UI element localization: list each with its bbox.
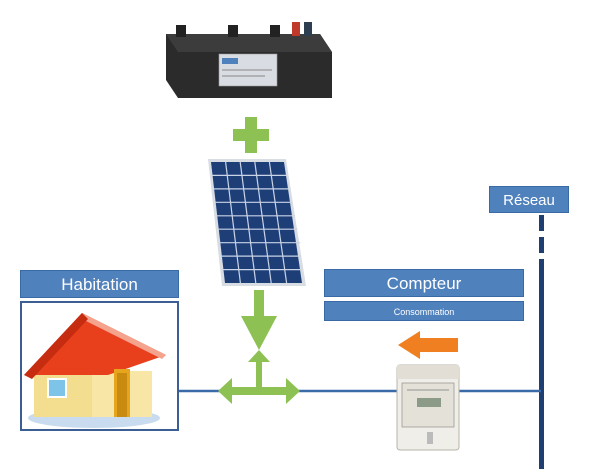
battery-icon — [166, 22, 332, 98]
electric-meter-icon — [396, 364, 460, 451]
consommation-label: Consommation — [324, 301, 524, 321]
green-down-arrow-icon — [241, 290, 277, 350]
junction-arrows-icon — [218, 350, 300, 404]
solar-panel-icon — [208, 159, 306, 286]
house-icon — [24, 313, 166, 428]
grid-line — [539, 215, 544, 469]
compteur-label: Compteur — [324, 269, 524, 297]
orange-left-arrow-icon — [398, 331, 458, 359]
reseau-label: Réseau — [489, 186, 569, 213]
plus-icon — [233, 117, 269, 153]
house-frame — [20, 301, 179, 431]
habitation-label: Habitation — [20, 270, 179, 298]
